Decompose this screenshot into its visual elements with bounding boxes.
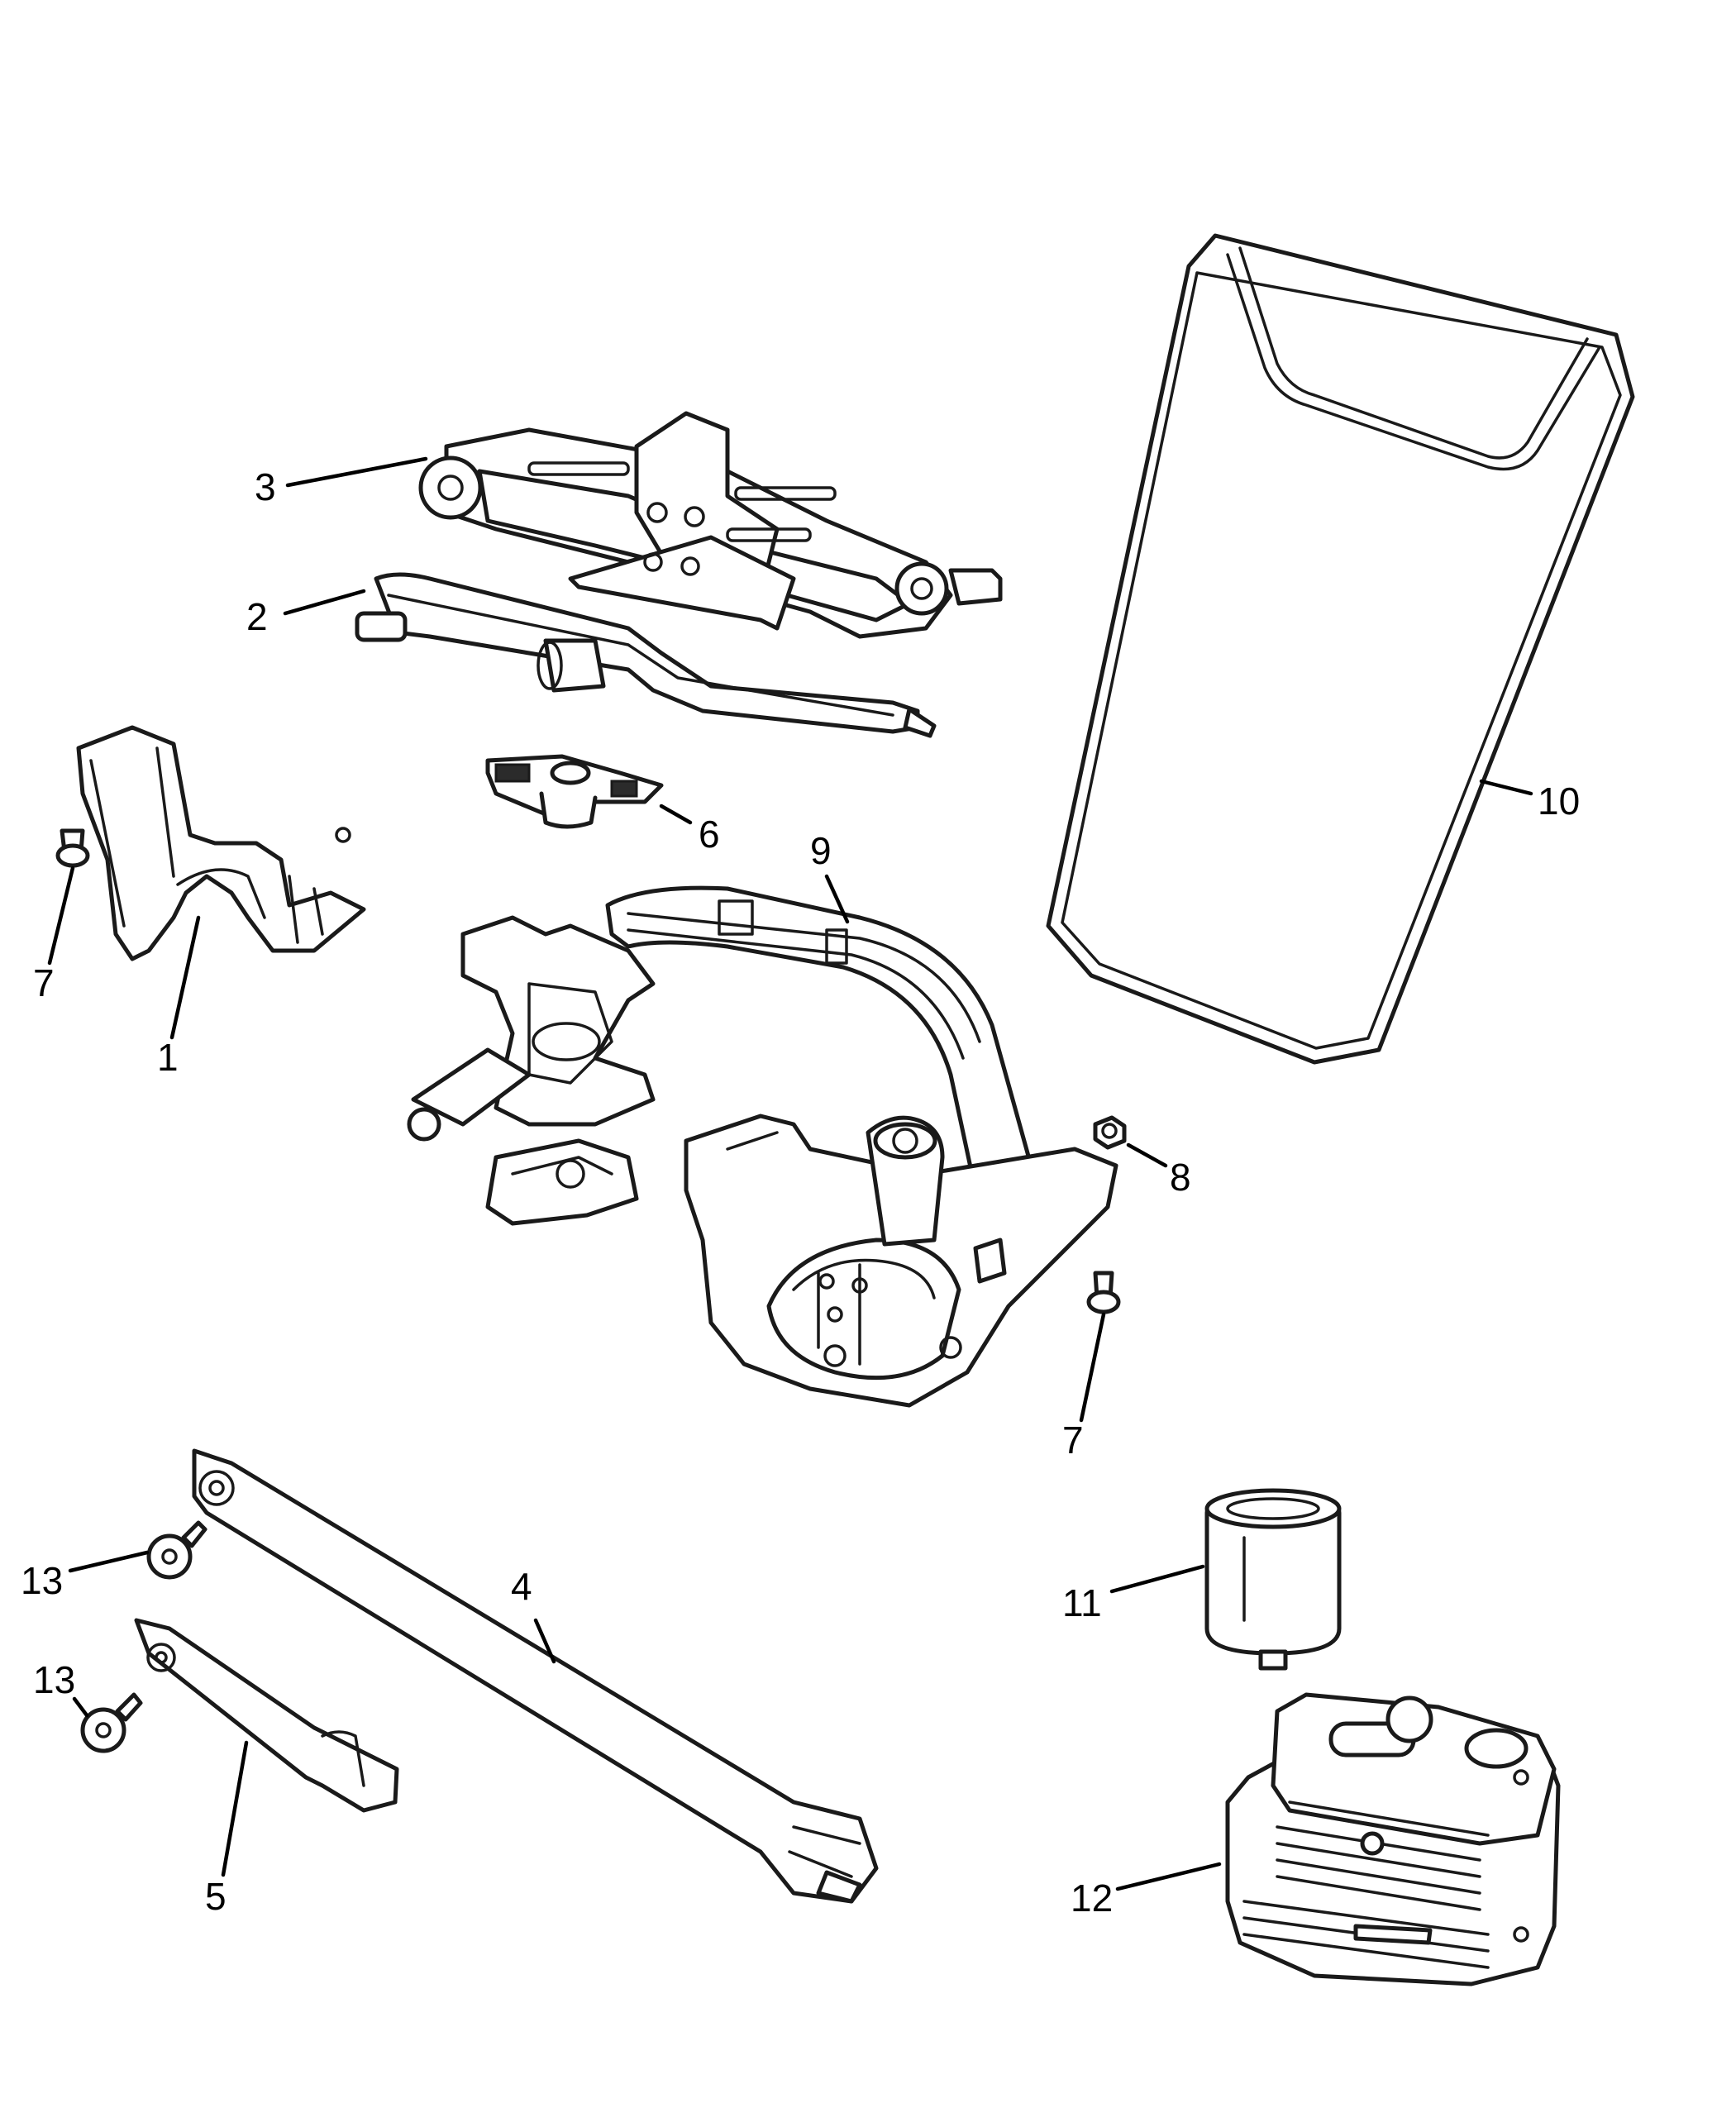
- callout-6: 6: [699, 813, 720, 856]
- leader-4: [533, 1618, 556, 1664]
- leader-11: [1109, 1564, 1205, 1594]
- part-10-cargo-mat: [1046, 233, 1635, 1065]
- leader-13a: [68, 1550, 150, 1573]
- callout-13a: 13: [21, 1559, 63, 1602]
- part-13-push-pin-lower: [80, 1692, 143, 1753]
- leader-2: [283, 589, 366, 616]
- leader-6: [659, 804, 693, 825]
- part-13-push-pin-upper: [146, 1520, 207, 1580]
- callout-7a: 7: [33, 961, 55, 1004]
- part-8-nut: [1093, 1115, 1127, 1150]
- part-1-bracket: [76, 725, 366, 961]
- leader-8: [1126, 1142, 1168, 1168]
- leader-10: [1479, 779, 1533, 796]
- callout-2: 2: [246, 595, 268, 638]
- callout-5: 5: [205, 1875, 227, 1918]
- part-7-bolt-right: [1086, 1271, 1121, 1314]
- part-5-short-strap: [134, 1618, 399, 1813]
- callout-4: 4: [511, 1565, 532, 1608]
- callout-7b: 7: [1062, 1419, 1084, 1462]
- callout-3: 3: [255, 465, 276, 508]
- callout-1: 1: [157, 1036, 179, 1079]
- callout-labels: 1 2 3 4 5 6 7 7 8 9 10 11 12 13 13: [21, 465, 1580, 1920]
- leader-5: [221, 1740, 249, 1877]
- part-6-wing-nut: [485, 754, 664, 829]
- leader-9: [824, 874, 850, 924]
- leader-13b: [72, 1696, 89, 1718]
- callout-10: 10: [1538, 780, 1580, 823]
- leader-lines: [47, 456, 1533, 1891]
- callout-13b: 13: [33, 1658, 75, 1701]
- callout-8: 8: [1170, 1156, 1191, 1199]
- part-3-scissor-jack: [418, 411, 1003, 639]
- part-2-jack-handle: [355, 572, 937, 738]
- leader-7a: [47, 866, 75, 966]
- callout-9: 9: [810, 829, 832, 872]
- part-11-sealant-canister: [1204, 1488, 1342, 1671]
- callout-12: 12: [1071, 1877, 1113, 1920]
- part-4-long-strap: [192, 1448, 879, 1904]
- part-7-bolt-left: [55, 828, 90, 868]
- leader-12: [1115, 1862, 1222, 1891]
- callout-11: 11: [1062, 1581, 1102, 1624]
- part-12-air-compressor: [1225, 1692, 1561, 1986]
- part-9-spare-tire-winch: [407, 885, 1118, 1408]
- leader-3: [285, 456, 428, 488]
- leader-1: [169, 915, 201, 1040]
- leader-7b: [1079, 1312, 1106, 1423]
